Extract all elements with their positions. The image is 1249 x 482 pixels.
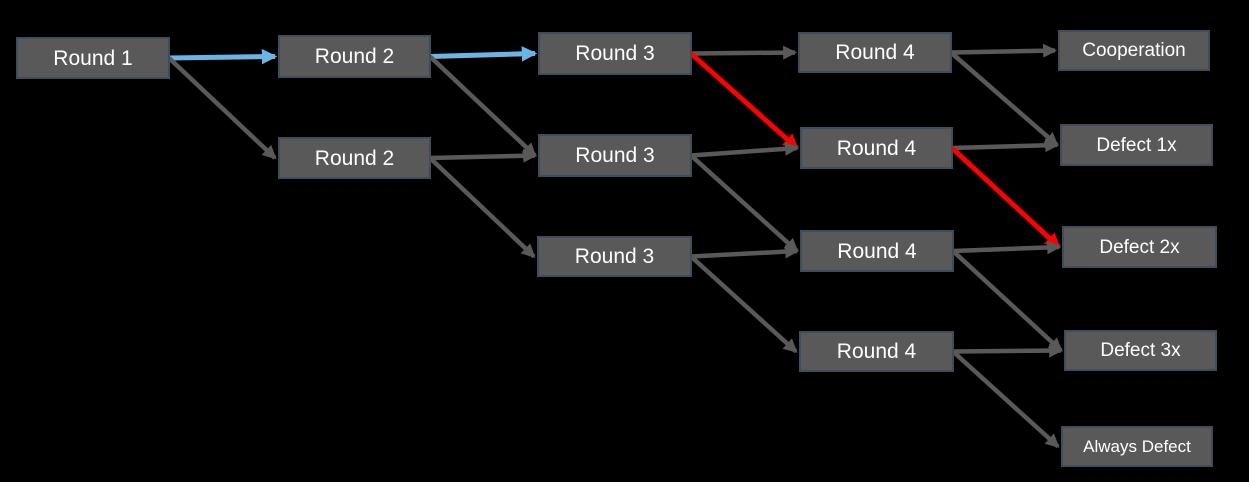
- tree-node-round4b: Round 4: [800, 127, 953, 169]
- edge-arrow-round3c-to-round4d: [689, 254, 798, 354]
- tree-node-label: Round 3: [575, 42, 655, 65]
- tree-node-defect1x: Defect 1x: [1060, 124, 1213, 166]
- tree-node-label: Round 4: [837, 239, 917, 263]
- edge-arrow-round1-to-round2a: [168, 48, 278, 65]
- edge-arrow-round4a-to-defect1x: [949, 50, 1059, 147]
- tree-node-label: Round 3: [574, 245, 655, 268]
- tree-node-label: Defect 3x: [1100, 340, 1181, 361]
- edge-arrow-round2a-to-round3b: [428, 54, 537, 158]
- tree-node-cooperation: Cooperation: [1058, 30, 1210, 71]
- edge-arrow-round2b-to-round3b: [429, 148, 538, 163]
- tree-node-round3b: Round 3: [538, 134, 692, 177]
- edge-arrow-round2b-to-round3c: [428, 156, 536, 259]
- edge-arrow-round1-to-round2b: [167, 56, 277, 160]
- edge-arrow-round4c-to-defect2x: [952, 240, 1062, 255]
- edge-arrow-round4d-to-defect3x: [952, 343, 1064, 358]
- edge-arrow-round3b-to-round4c: [689, 153, 799, 253]
- tree-node-round3a: Round 3: [538, 32, 692, 75]
- tree-node-round4c: Round 4: [800, 230, 954, 272]
- edge-arrow-round3a-to-round4a: [690, 45, 798, 60]
- edge-arrow-round4d-to-alwaysdefect: [951, 349, 1060, 449]
- tree-node-label: Round 4: [835, 41, 915, 64]
- tree-node-label: Round 2: [314, 45, 395, 68]
- tree-node-alwaysdefect: Always Defect: [1061, 426, 1213, 467]
- tree-node-label: Always Defect: [1083, 437, 1191, 456]
- edge-arrow-round3a-to-round4b: [689, 51, 799, 150]
- edge-arrow-round4b-to-defect2x: [950, 146, 1061, 249]
- tree-node-round4d: Round 4: [799, 331, 954, 372]
- tree-node-round4a: Round 4: [798, 32, 952, 73]
- tree-node-label: Round 1: [53, 46, 133, 70]
- tree-node-label: Round 4: [836, 340, 917, 363]
- edge-arrow-round2a-to-round3a: [429, 46, 538, 62]
- tree-node-round3c: Round 3: [537, 236, 692, 277]
- tree-node-defect2x: Defect 2x: [1062, 226, 1217, 268]
- tree-node-label: Defect 2x: [1099, 236, 1180, 258]
- tree-node-round1: Round 1: [16, 37, 170, 79]
- tree-node-label: Round 4: [836, 136, 917, 160]
- edge-arrow-round4b-to-defect1x: [951, 138, 1060, 153]
- tree-node-label: Cooperation: [1082, 40, 1186, 61]
- tree-node-label: Defect 1x: [1096, 134, 1177, 156]
- edge-arrow-round4a-to-cooperation: [950, 43, 1058, 58]
- tree-node-round2b: Round 2: [278, 137, 431, 179]
- tree-node-defect3x: Defect 3x: [1064, 330, 1217, 371]
- tree-node-label: Round 3: [575, 144, 655, 167]
- edge-arrow-round4c-to-defect3x: [951, 249, 1063, 353]
- tree-node-round2a: Round 2: [278, 35, 431, 78]
- edge-arrow-round3b-to-round4b: [690, 141, 800, 158]
- edge-arrow-round3c-to-round4c: [690, 244, 800, 259]
- tree-node-label: Round 2: [314, 146, 395, 170]
